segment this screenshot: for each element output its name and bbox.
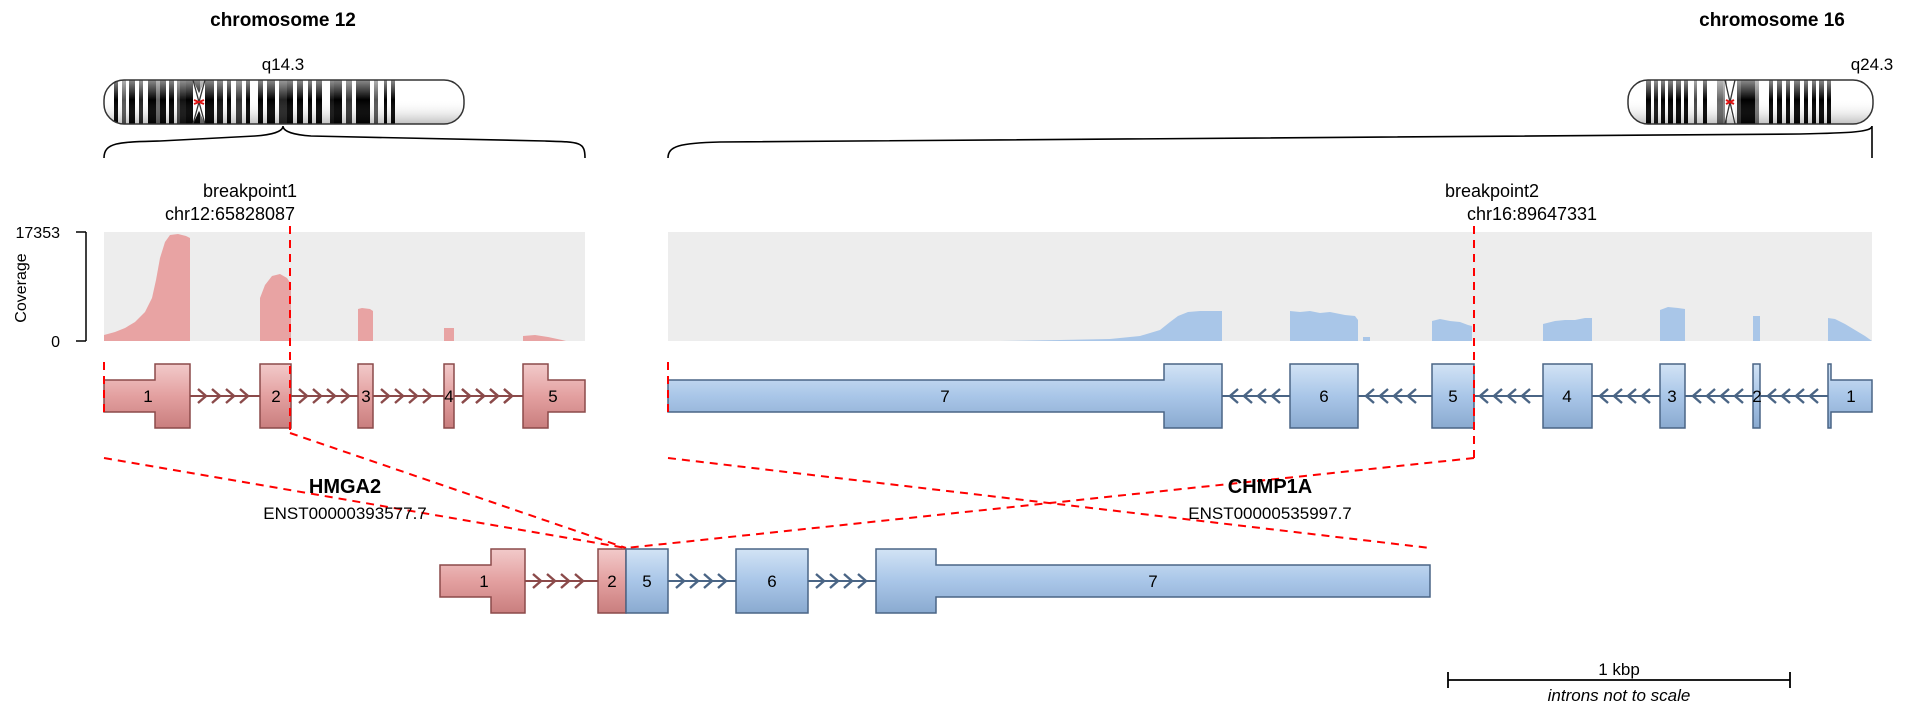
- hmga2-exon-2: 2: [259, 363, 292, 429]
- coverage-max-label: 17353: [16, 225, 61, 242]
- chmp1a-exon-7-label: 7: [940, 387, 949, 406]
- chmp1a-exon-5-label: 5: [1448, 387, 1457, 406]
- breakpoint1-title: breakpoint1: [203, 181, 297, 201]
- hmga2-gene-model: 1 2 3 4 5: [103, 363, 586, 429]
- coverage-axis-title: Coverage: [13, 253, 30, 322]
- fusion-exon-5-label: 5: [642, 572, 651, 591]
- hmga2-exon-5: 5: [522, 363, 586, 429]
- chromosome-12-zoom-brace: [103, 125, 586, 159]
- chmp1a-exon-3: 3: [1659, 363, 1686, 429]
- chmp1a-exon-6: 6: [1289, 363, 1359, 429]
- hmga2-exon-3-label: 3: [361, 387, 370, 406]
- chromosome-12-ideogram: [103, 79, 465, 125]
- chmp1a-exon-4: 4: [1542, 363, 1593, 429]
- scale-bar: 1 kbp introns not to scale: [1447, 660, 1791, 705]
- chmp1a-exon-1-label: 1: [1846, 387, 1855, 406]
- fusion-exon-2: 2: [597, 548, 627, 614]
- coverage-min-label: 0: [51, 334, 60, 351]
- chmp1a-exon-5: 5: [1431, 363, 1475, 429]
- coverage-track-chmp1a: [668, 232, 1872, 341]
- breakpoint1-position: chr12:65828087: [165, 204, 295, 224]
- chmp1a-exon-3-label: 3: [1667, 387, 1676, 406]
- scale-bar-note: introns not to scale: [1548, 686, 1691, 705]
- fusion-exon-5: 5: [625, 548, 669, 614]
- chromosome-16-band-label: q24.3: [1851, 55, 1894, 74]
- fusion-exon-6-label: 6: [767, 572, 776, 591]
- projection-hmga2-right: [289, 432, 627, 549]
- breakpoint-lines: [103, 226, 1475, 549]
- chmp1a-exon-7: 7: [667, 363, 1223, 429]
- fusion-exon-2-label: 2: [607, 572, 616, 591]
- hmga2-exon-3: 3: [357, 363, 374, 429]
- chmp1a-gene-model: 7 6 5 4 3 2 1: [667, 363, 1873, 429]
- chmp1a-gene-name: CHMP1A: [1228, 476, 1312, 498]
- chromosome-16-zoom-brace: [667, 125, 1873, 159]
- fusion-transcript: 1 2 5 6 7: [439, 548, 1431, 614]
- fusion-exon-1: 1: [439, 548, 526, 614]
- coverage-profile-hmga2: [104, 234, 566, 341]
- coverage-axis: 17353 0 Coverage: [13, 225, 87, 351]
- coverage-profile-chmp1a: [1000, 307, 1872, 341]
- hmga2-exon-2-label: 2: [271, 387, 280, 406]
- hmga2-exon-4-label: 4: [444, 387, 453, 406]
- chromosome-12-band-label: q14.3: [262, 55, 305, 74]
- projection-hmga2-left: [103, 457, 627, 549]
- scale-bar-label: 1 kbp: [1598, 660, 1640, 679]
- breakpoint2-title: breakpoint2: [1445, 181, 1539, 201]
- hmga2-exon-1: 1: [103, 363, 191, 429]
- chromosome-16-ideogram: [1627, 79, 1874, 125]
- fusion-exon-1-label: 1: [479, 572, 488, 591]
- chromosome-12-title: chromosome 12: [210, 10, 356, 31]
- fusion-exon-7-label: 7: [1148, 572, 1157, 591]
- hmga2-gene-name: HMGA2: [309, 476, 381, 498]
- chmp1a-exon-2-label: 2: [1752, 387, 1761, 406]
- hmga2-transcript-id: ENST00000393577.7: [263, 504, 427, 523]
- breakpoint2-position: chr16:89647331: [1467, 204, 1597, 224]
- hmga2-exon-5-label: 5: [548, 387, 557, 406]
- chmp1a-exon-6-label: 6: [1319, 387, 1328, 406]
- chmp1a-exon-2: 2: [1752, 363, 1762, 429]
- fusion-exon-6: 6: [735, 548, 809, 614]
- chmp1a-transcript-id: ENST00000535997.7: [1188, 504, 1352, 523]
- hmga2-exon-4: 4: [443, 363, 455, 429]
- hmga2-exon-1-label: 1: [143, 387, 152, 406]
- chmp1a-exon-4-label: 4: [1562, 387, 1571, 406]
- chmp1a-exon-1: 1: [1827, 363, 1873, 429]
- chromosome-16-title: chromosome 16: [1699, 10, 1845, 31]
- fusion-exon-7: 7: [875, 548, 1431, 614]
- projection-chmp1a-right: [667, 457, 1431, 549]
